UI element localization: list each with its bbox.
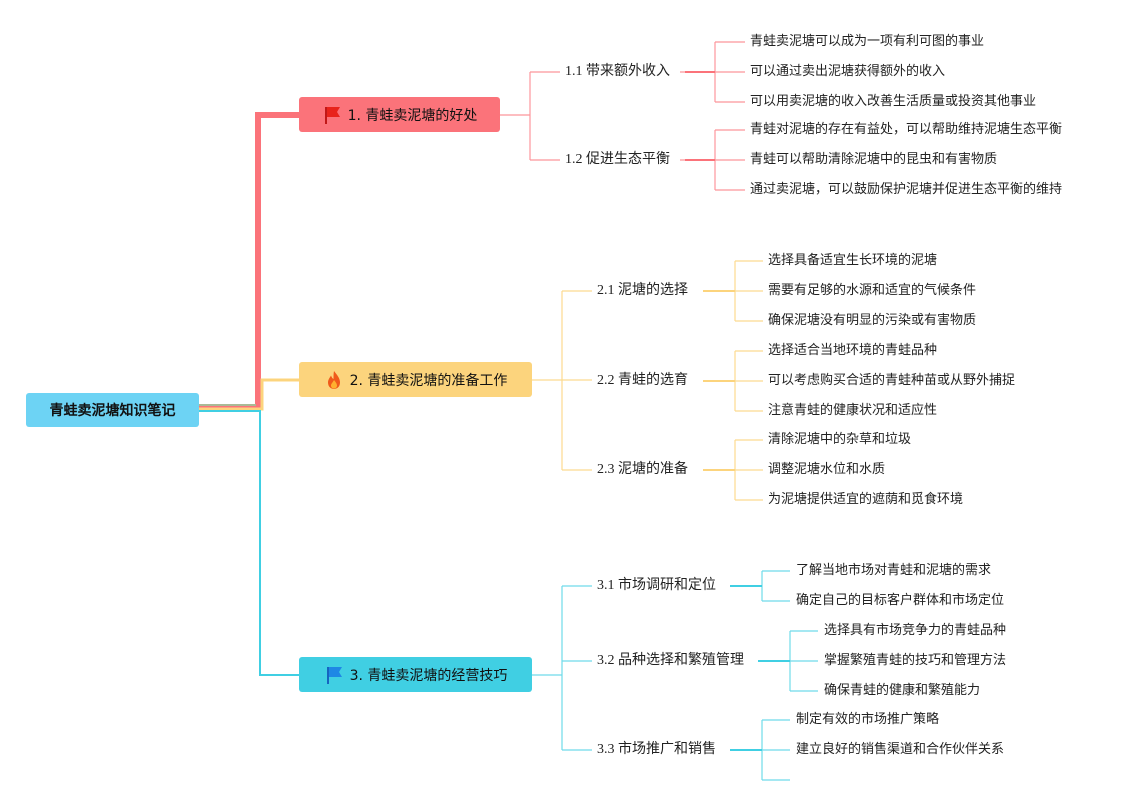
leaf-2-1-1[interactable]: 选择具备适宜生长环境的泥塘 [768, 253, 938, 268]
branch-label-2: 2. 青蛙卖泥塘的准备工作 [349, 372, 508, 389]
branch-node-1[interactable]: 1. 青蛙卖泥塘的好处 [299, 97, 500, 132]
subtopic-2-1[interactable]: 2.1 泥塘的选择 [597, 283, 688, 298]
branch-label-1: 1. 青蛙卖泥塘的好处 [347, 107, 478, 124]
leaf-2-2-2[interactable]: 可以考虑购买合适的青蛙种苗或从野外捕捉 [768, 373, 1016, 388]
red-flag-icon [322, 105, 342, 125]
leaf-2-2-1[interactable]: 选择适合当地环境的青蛙品种 [768, 343, 938, 358]
leaf-1-2-1[interactable]: 青蛙对泥塘的存在有益处，可以帮助维持泥塘生态平衡 [750, 122, 1063, 137]
subtopic-3-2[interactable]: 3.2 品种选择和繁殖管理 [597, 653, 744, 668]
leaf-2-1-2[interactable]: 需要有足够的水源和适宜的气候条件 [768, 283, 977, 298]
fire-icon [324, 370, 344, 390]
leaf-3-2-3[interactable]: 确保青蛙的健康和繁殖能力 [824, 683, 981, 698]
leaf-2-3-1[interactable]: 清除泥塘中的杂草和垃圾 [768, 432, 912, 447]
leaf-1-1-2[interactable]: 可以通过卖出泥塘获得额外的收入 [750, 64, 946, 79]
root-node[interactable]: 青蛙卖泥塘知识笔记 [26, 393, 199, 427]
subtopic-1-2[interactable]: 1.2 促进生态平衡 [565, 152, 670, 167]
leaf-2-3-3[interactable]: 为泥塘提供适宜的遮荫和觅食环境 [768, 492, 964, 507]
root-label: 青蛙卖泥塘知识笔记 [49, 403, 176, 419]
subtopic-3-1[interactable]: 3.1 市场调研和定位 [597, 578, 716, 593]
branch-node-2[interactable]: 2. 青蛙卖泥塘的准备工作 [299, 362, 532, 397]
leaf-3-2-2[interactable]: 掌握繁殖青蛙的技巧和管理方法 [824, 653, 1007, 668]
branch-label-3: 3. 青蛙卖泥塘的经营技巧 [349, 667, 508, 684]
leaf-2-2-3[interactable]: 注意青蛙的健康状况和适应性 [768, 403, 938, 418]
branch-node-3[interactable]: 3. 青蛙卖泥塘的经营技巧 [299, 657, 532, 692]
subtopic-2-2[interactable]: 2.2 青蛙的选育 [597, 373, 688, 388]
leaf-2-3-2[interactable]: 调整泥塘水位和水质 [768, 462, 886, 477]
leaf-3-2-1[interactable]: 选择具有市场竞争力的青蛙品种 [824, 623, 1007, 638]
leaf-3-1-1[interactable]: 了解当地市场对青蛙和泥塘的需求 [796, 563, 992, 578]
leaf-3-3-1[interactable]: 制定有效的市场推广策略 [796, 712, 940, 727]
subtopic-3-3[interactable]: 3.3 市场推广和销售 [597, 742, 716, 757]
blue-flag-icon [324, 665, 344, 685]
subtopic-1-1[interactable]: 1.1 带来额外收入 [565, 64, 670, 79]
leaf-1-1-1[interactable]: 青蛙卖泥塘可以成为一项有利可图的事业 [750, 34, 985, 49]
leaf-1-2-2[interactable]: 青蛙可以帮助清除泥塘中的昆虫和有害物质 [750, 152, 998, 167]
leaf-1-1-3[interactable]: 可以用卖泥塘的收入改善生活质量或投资其他事业 [750, 94, 1037, 109]
leaf-3-3-2[interactable]: 建立良好的销售渠道和合作伙伴关系 [796, 742, 1005, 757]
leaf-1-2-3[interactable]: 通过卖泥塘，可以鼓励保护泥塘并促进生态平衡的维持 [750, 182, 1063, 197]
subtopic-2-3[interactable]: 2.3 泥塘的准备 [597, 462, 688, 477]
leaf-3-1-2[interactable]: 确定自己的目标客户群体和市场定位 [796, 593, 1005, 608]
leaf-2-1-3[interactable]: 确保泥塘没有明显的污染或有害物质 [768, 313, 977, 328]
